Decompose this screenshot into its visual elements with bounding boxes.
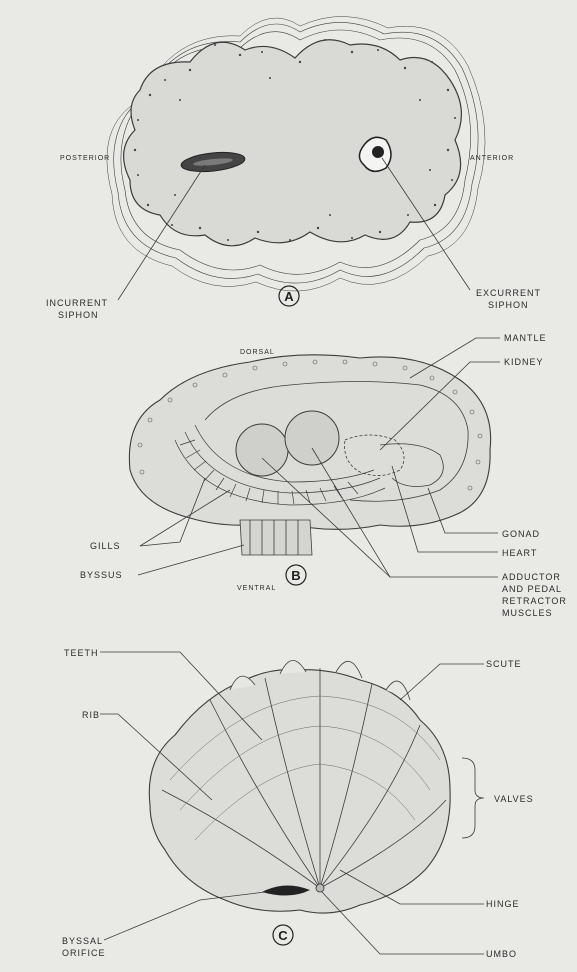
excurrent-siphon-label-2: SIPHON bbox=[488, 300, 529, 310]
adductor-muscle-1 bbox=[236, 424, 288, 476]
byssus-label: BYSSUS bbox=[80, 570, 123, 580]
anterior-label: ANTERIOR bbox=[470, 155, 514, 162]
dorsal-label: DORSAL bbox=[240, 349, 275, 356]
posterior-label: POSTERIOR bbox=[60, 155, 110, 162]
heart-label: HEART bbox=[502, 548, 537, 558]
muscles-label-3: RETRACTOR bbox=[502, 596, 567, 606]
muscles-label-1: ADDUCTOR bbox=[502, 572, 561, 582]
incurrent-siphon-label-1: INCURRENT bbox=[46, 298, 108, 308]
adductor-muscle-2 bbox=[285, 411, 339, 465]
ventral-label: VENTRAL bbox=[237, 585, 276, 592]
umbo-label: UMBO bbox=[486, 949, 517, 959]
mantle-label: MANTLE bbox=[504, 333, 547, 343]
incurrent-siphon-label-2: SIPHON bbox=[58, 310, 99, 320]
figure-a-letter: A bbox=[284, 289, 294, 304]
kidney-label: KIDNEY bbox=[504, 357, 544, 367]
byssal-orifice-label-2: ORIFICE bbox=[62, 948, 106, 958]
figure-b-letter: B bbox=[291, 568, 300, 583]
valves-label: VALVES bbox=[494, 794, 534, 804]
byssal-orifice-label-1: BYSSAL bbox=[62, 936, 103, 946]
figure-c-letter: C bbox=[278, 928, 288, 943]
excurrent-siphon-label-1: EXCURRENT bbox=[476, 288, 541, 298]
gills-label: GILLS bbox=[90, 541, 121, 551]
rib-label: RIB bbox=[82, 710, 100, 720]
teeth-label: TEETH bbox=[64, 648, 99, 658]
muscles-label-4: MUSCLES bbox=[502, 608, 553, 618]
scute-label: SCUTE bbox=[486, 659, 522, 669]
gonad-label: GONAD bbox=[502, 529, 540, 539]
hinge-label: HINGE bbox=[486, 899, 520, 909]
muscles-label-2: AND PEDAL bbox=[502, 584, 562, 594]
umbo bbox=[316, 884, 324, 892]
byssus-fibres bbox=[240, 520, 312, 555]
